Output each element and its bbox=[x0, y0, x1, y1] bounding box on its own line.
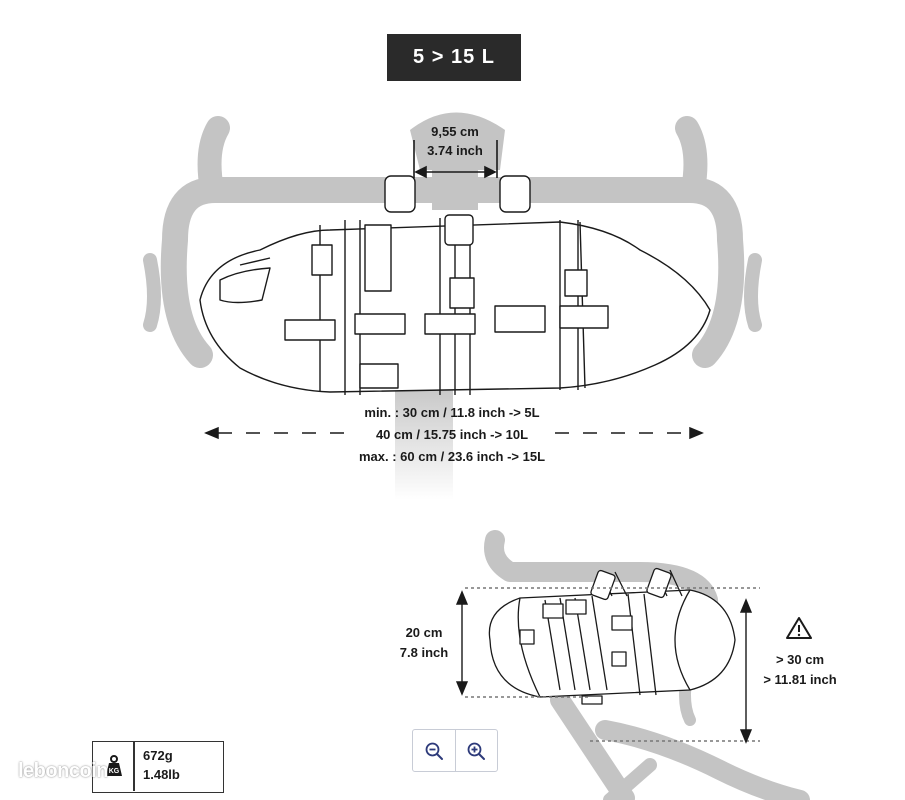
clearance-cm: > 30 cm bbox=[775, 652, 825, 667]
weight-divider bbox=[133, 742, 135, 791]
side-dimension-arrows bbox=[455, 587, 760, 744]
length-mid-label: 40 cm / 15.75 inch -> 10L bbox=[375, 427, 529, 442]
length-dimension-arrow bbox=[204, 426, 704, 440]
svg-text:KG: KG bbox=[109, 768, 120, 775]
length-min-label: min. : 30 cm / 11.8 inch -> 5L bbox=[364, 405, 540, 420]
zoom-out-button[interactable] bbox=[413, 730, 455, 771]
warning-triangle-icon bbox=[786, 617, 812, 639]
zoom-in-button[interactable] bbox=[454, 730, 498, 771]
weight-grams: 672g bbox=[143, 748, 173, 763]
clearance-inch: > 11.81 inch bbox=[763, 672, 837, 687]
bag-side-view bbox=[488, 567, 736, 705]
zoom-out-icon bbox=[425, 742, 443, 760]
weight-pounds: 1.48lb bbox=[143, 767, 180, 782]
bag-height-inch: 7.8 inch bbox=[399, 645, 449, 660]
zoom-controls bbox=[412, 729, 498, 772]
bag-top-view bbox=[199, 175, 711, 395]
strap-spacing-inch: 3.74 inch bbox=[427, 143, 483, 158]
zoom-in-icon bbox=[467, 742, 486, 760]
strap-spacing-arrow bbox=[413, 140, 498, 179]
bag-height-cm: 20 cm bbox=[405, 625, 443, 640]
strap-spacing-cm: 9,55 cm bbox=[431, 124, 479, 139]
weight-box: KG 672g 1.48lb bbox=[92, 741, 224, 793]
length-max-label: max. : 60 cm / 23.6 inch -> 15L bbox=[358, 449, 546, 464]
leboncoin-watermark: leboncoin bbox=[18, 760, 108, 782]
weight-icon: KG bbox=[106, 755, 122, 776]
handlebar-top-view bbox=[143, 112, 762, 500]
capacity-badge: 5 > 15 L bbox=[387, 34, 521, 81]
